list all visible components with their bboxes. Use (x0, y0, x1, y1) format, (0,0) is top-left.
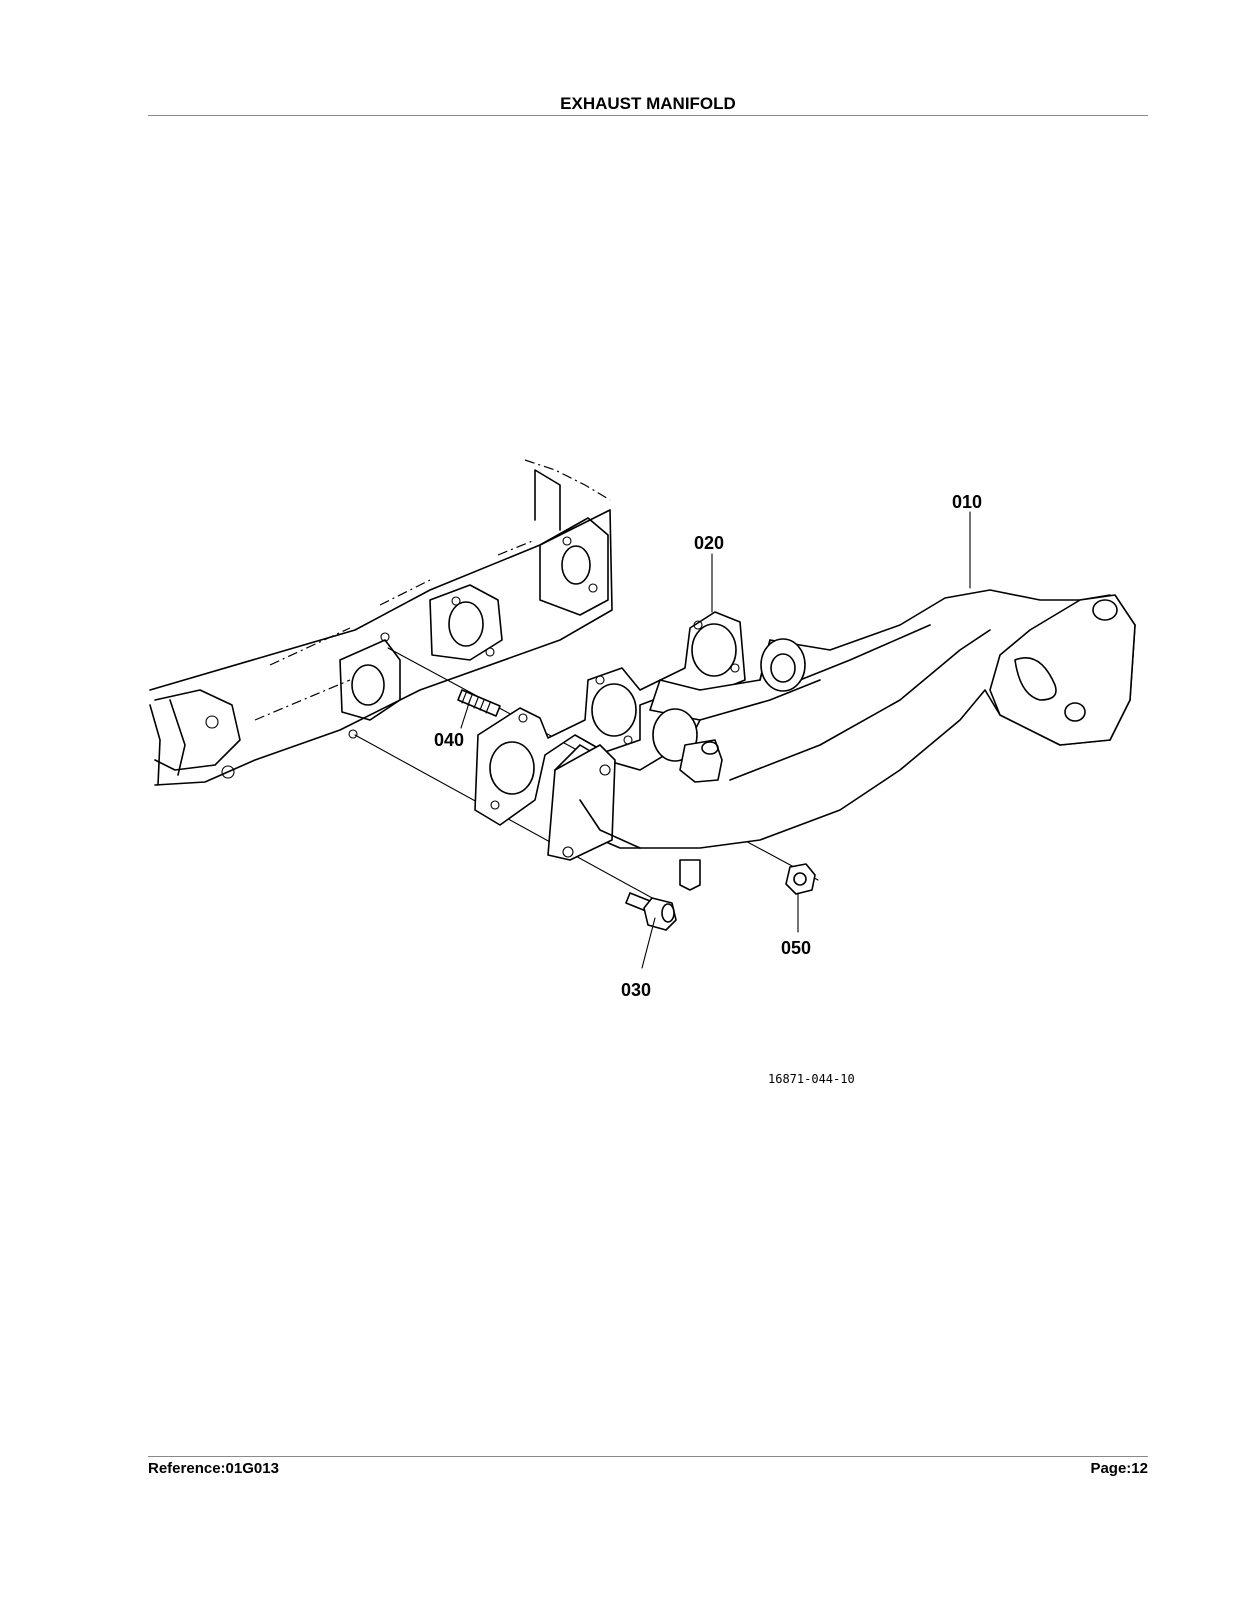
callout-050: 050 (781, 938, 811, 958)
callout-leaders (460, 511, 971, 969)
callout-040: 040 (434, 730, 464, 750)
gasket-020 (474, 611, 746, 826)
cylinder-head-outline (149, 459, 613, 786)
callout-030: 030 (621, 980, 651, 1000)
exhaust-manifold-010 (547, 589, 1136, 891)
header-divider (148, 115, 1148, 116)
stud-040 (457, 689, 501, 717)
page-title: EXHAUST MANIFOLD (560, 94, 736, 113)
nut-050 (785, 863, 816, 895)
callout-020: 020 (694, 533, 724, 553)
bolt-030 (625, 892, 677, 931)
footer-divider (148, 1456, 1148, 1457)
drawing-number: 16871-044-10 (768, 1072, 855, 1086)
page-number: Page:12 (1090, 1460, 1148, 1477)
callout-010: 010 (952, 492, 982, 512)
reference-code: Reference:01G013 (148, 1460, 279, 1477)
